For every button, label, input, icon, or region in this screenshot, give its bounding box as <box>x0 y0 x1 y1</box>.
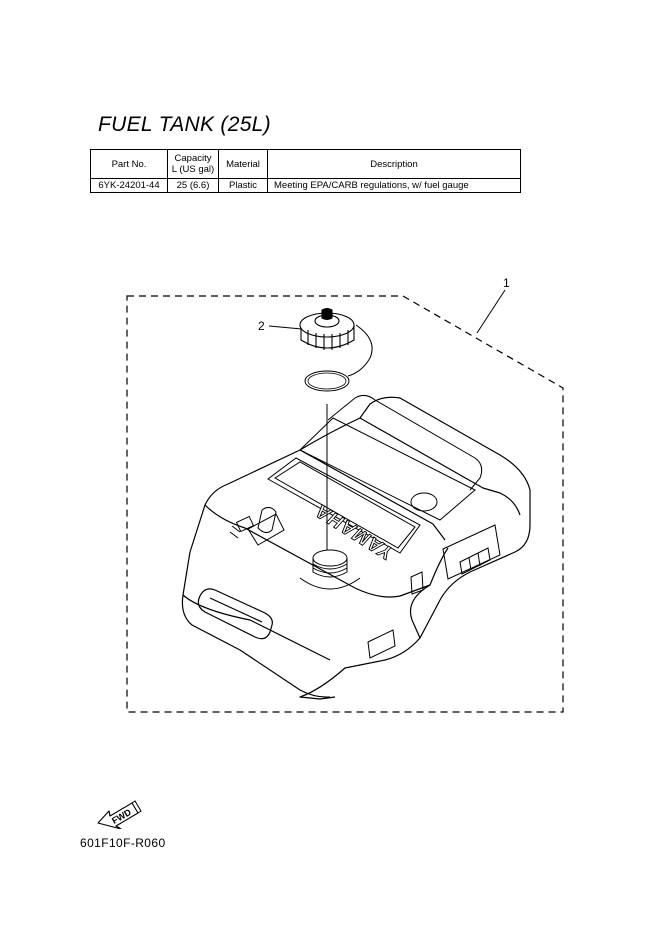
cap-tether <box>347 324 373 377</box>
o-ring <box>304 370 350 392</box>
tank-brand-text: YAMAHA <box>310 500 398 562</box>
header-capacity-text: Capacity L (US gal) <box>171 153 215 175</box>
callout-tank: 1 <box>503 276 510 290</box>
fuel-connector <box>229 506 285 546</box>
tank-vent-circle <box>410 492 438 512</box>
leader-line-tank <box>476 289 506 334</box>
fwd-arrow-icon: FWD <box>97 800 142 830</box>
spec-table: Part No. Capacity L (US gal) Material De… <box>90 149 521 193</box>
page-title: FUEL TANK (25L) <box>98 113 271 136</box>
fuel-cap <box>299 307 355 350</box>
tank-handle <box>197 588 273 640</box>
tank-top-panels <box>267 394 483 554</box>
assembly-boundary <box>126 295 564 713</box>
callout-cap: 2 <box>258 319 265 333</box>
o-ring-inner <box>307 372 347 390</box>
header-capacity: Capacity L (US gal) <box>167 149 219 179</box>
cell-description: Meeting EPA/CARB regulations, w/ fuel ga… <box>267 178 521 193</box>
tank-body <box>181 396 531 700</box>
diagram-code: 601F10F-R060 <box>80 836 166 850</box>
side-windows <box>367 524 501 659</box>
filler-neck <box>299 549 361 590</box>
table-row: 6YK-24201-44 25 (6.6) Plastic Meeting EP… <box>90 178 521 193</box>
header-part-no: Part No. <box>90 149 168 179</box>
leader-line-cap <box>268 325 303 330</box>
forward-indicator: FWD <box>96 793 142 834</box>
